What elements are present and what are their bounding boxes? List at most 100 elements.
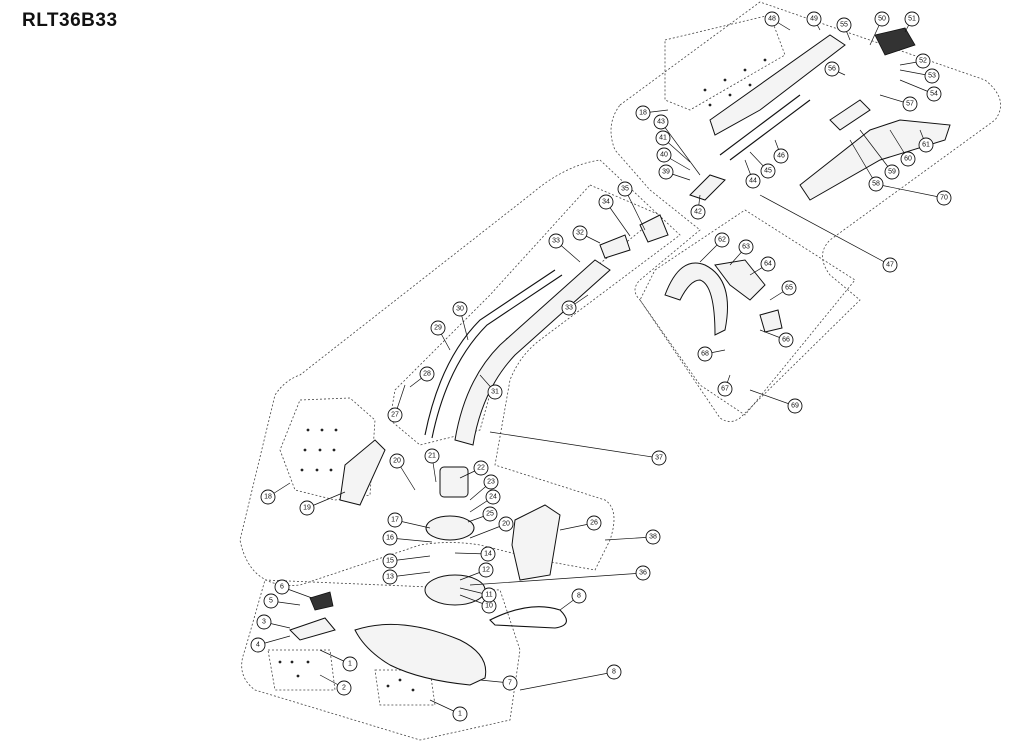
callout-36: 36: [635, 565, 651, 581]
callout-circle: [483, 474, 499, 490]
callout-circle: [606, 664, 622, 680]
callout-label: 58: [872, 181, 880, 188]
callout-circle: [387, 407, 403, 423]
callout-28: 28: [419, 366, 435, 382]
callout-15: 15: [382, 553, 398, 569]
callout-21: 21: [424, 448, 440, 464]
callout-circle: [487, 384, 503, 400]
callout-circle: [868, 176, 884, 192]
callout-circle: [256, 614, 272, 630]
callout-circle: [430, 320, 446, 336]
callout-70: 70: [936, 190, 952, 206]
callout-17: 17: [387, 512, 403, 528]
callout-circle: [342, 656, 358, 672]
callout-circle: [260, 489, 276, 505]
callout-49: 49: [806, 11, 822, 27]
group-outline-upper-tube: [389, 184, 661, 446]
callout-circle: [651, 450, 667, 466]
callout-circle: [656, 147, 672, 163]
callout-circle: [904, 11, 920, 27]
callout-54: 54: [926, 86, 942, 102]
callout-58: 58: [868, 176, 884, 192]
assist-handle: [664, 259, 783, 336]
callout-label: 49: [810, 16, 818, 23]
callout-circle: [389, 453, 405, 469]
callout-circle: [778, 332, 794, 348]
callout-circle: [481, 587, 497, 603]
callout-label: 56: [828, 66, 836, 73]
callout-34: 34: [598, 194, 614, 210]
callout-32: 32: [572, 225, 588, 241]
callouts: 1123456788101112131415161718181920202122…: [250, 11, 952, 722]
callout-41: 41: [655, 130, 671, 146]
callout-label: 26: [590, 520, 598, 527]
handle-housing: [709, 27, 951, 201]
callout-27: 27: [387, 407, 403, 423]
callout-circle: [299, 500, 315, 516]
leader-line: [624, 188, 646, 231]
callout-14: 14: [480, 546, 496, 562]
callout-circle: [760, 163, 776, 179]
callout-circle: [717, 381, 733, 397]
callout-circle: [902, 96, 918, 112]
callout-circle: [764, 11, 780, 27]
callout-label: 60: [904, 156, 912, 163]
callout-label: 8: [577, 593, 581, 600]
screws: [278, 58, 767, 692]
callout-label: 21: [428, 453, 436, 460]
callout-25: 25: [482, 506, 498, 522]
callout-circle: [918, 137, 934, 153]
callout-label: 45: [764, 168, 772, 175]
callout-5: 5: [263, 593, 279, 609]
callout-57: 57: [902, 96, 918, 112]
callout-circle: [653, 114, 669, 130]
callout-label: 3: [262, 619, 266, 626]
callout-59: 59: [884, 164, 900, 180]
callout-66: 66: [778, 332, 794, 348]
callout-33: 33: [561, 300, 577, 316]
leader-line: [879, 184, 945, 199]
callout-circle: [658, 164, 674, 180]
callout-label: 44: [749, 178, 757, 185]
callout-69: 69: [787, 398, 803, 414]
callout-label: 66: [782, 337, 790, 344]
callout-circle: [787, 398, 803, 414]
callout-37: 37: [651, 450, 667, 466]
leader-line: [859, 129, 893, 173]
callout-3: 3: [256, 614, 272, 630]
callout-7: 7: [502, 675, 518, 691]
callout-label: 64: [764, 261, 772, 268]
callout-label: 52: [919, 58, 927, 65]
callout-50: 50: [874, 11, 890, 27]
callout-circle: [478, 562, 494, 578]
callout-label: 24: [489, 494, 497, 501]
callout-label: 15: [386, 558, 394, 565]
callout-56: 56: [824, 61, 840, 77]
callout-label: 11: [485, 592, 492, 599]
callout-33: 33: [548, 233, 564, 249]
callout-label: 10: [485, 603, 493, 610]
callout-circle: [382, 553, 398, 569]
shaft-tube: [424, 214, 669, 446]
callout-circle: [915, 53, 931, 69]
callout-label: 12: [482, 567, 490, 574]
callout-label: 39: [662, 169, 670, 176]
callout-40: 40: [656, 147, 672, 163]
leader-line: [660, 121, 701, 176]
callout-circle: [635, 105, 651, 121]
group-outline-shaft: [239, 159, 681, 586]
callout-22: 22: [473, 460, 489, 476]
callout-label: 41: [659, 135, 667, 142]
callout-label: 62: [718, 237, 726, 244]
callout-64: 64: [760, 256, 776, 272]
group-outline-handle: [639, 209, 856, 416]
callout-circle: [900, 151, 916, 167]
callout-label: 30: [456, 306, 464, 313]
inner-tube: [689, 94, 811, 201]
callout-label: 2: [342, 685, 346, 692]
callout-label: 1: [348, 661, 352, 668]
callout-label: 27: [391, 412, 399, 419]
callout-circle: [586, 515, 602, 531]
callout-label: 67: [721, 386, 729, 393]
